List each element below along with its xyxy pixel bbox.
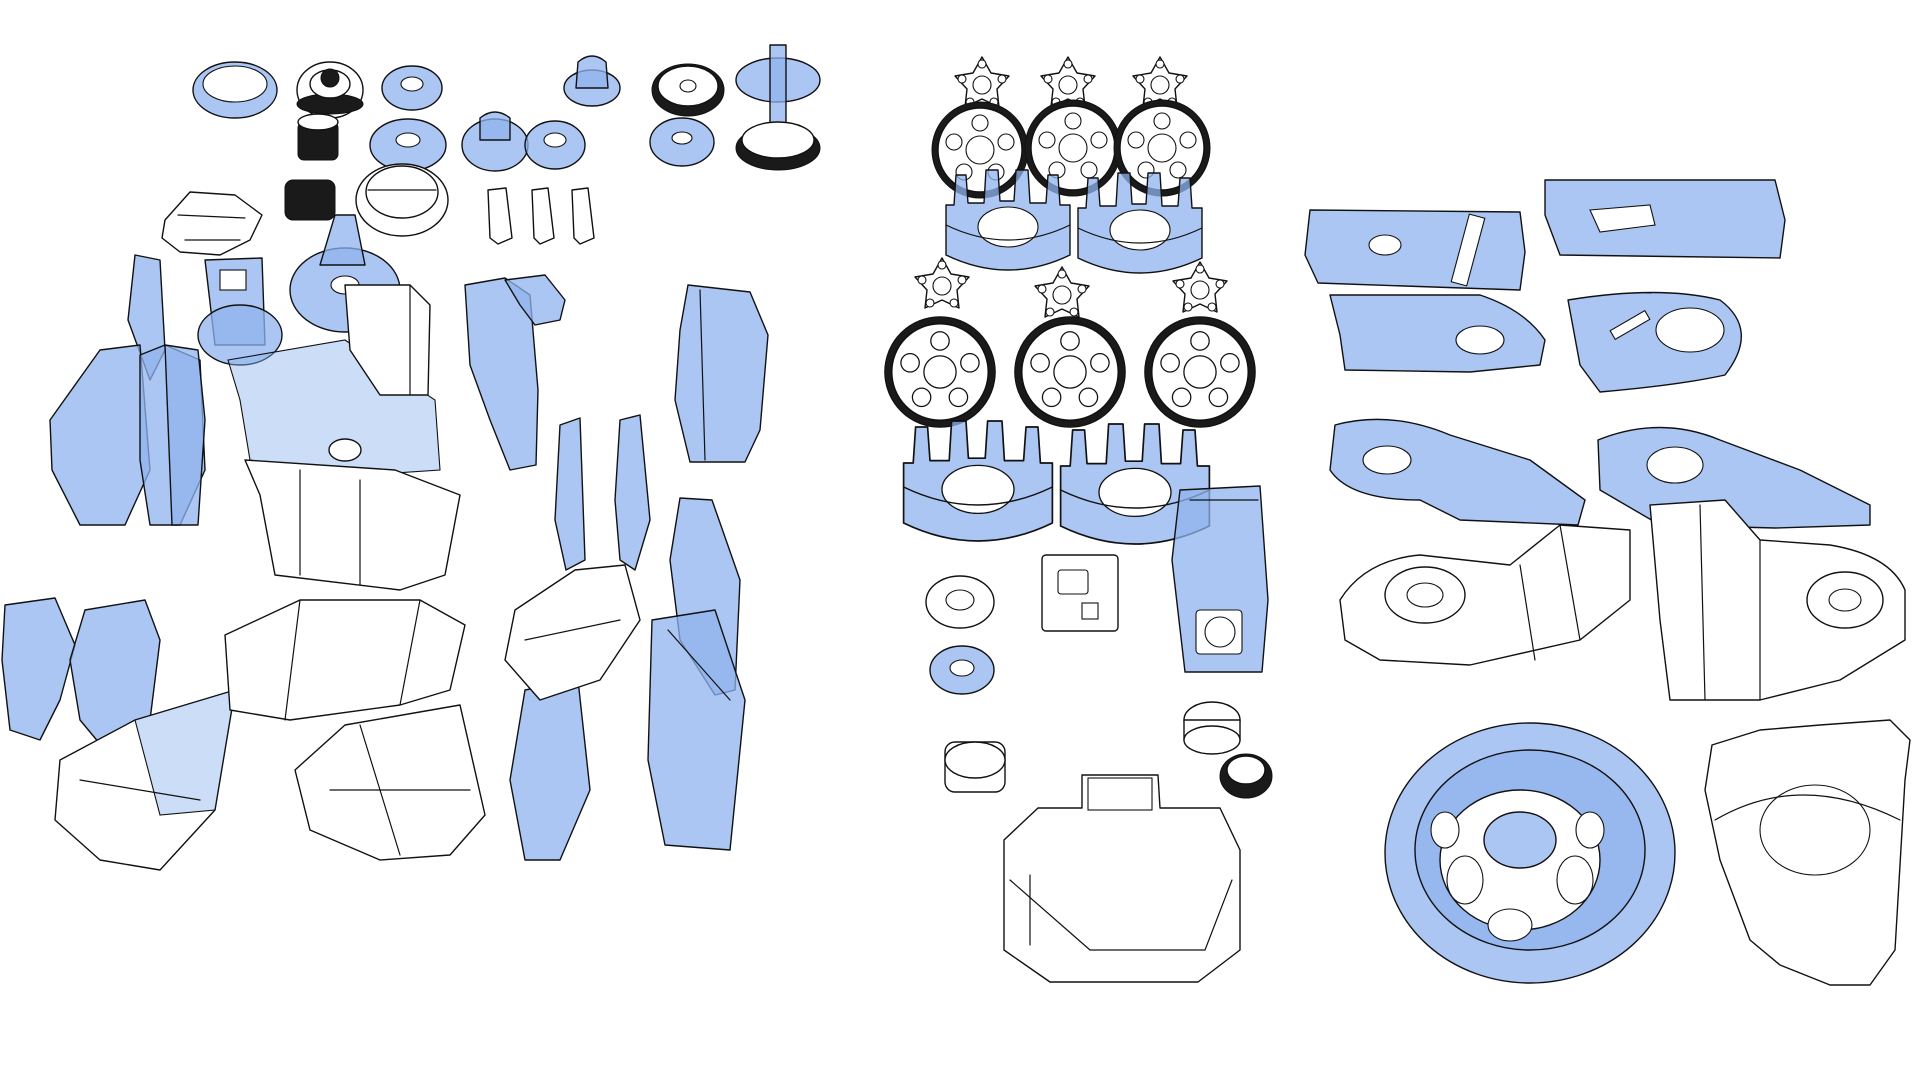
arm-plate-part: [1597, 426, 1871, 529]
pulley-part: [296, 61, 364, 119]
star-bracket-part: [954, 56, 1188, 108]
flat-plate-part: [1544, 179, 1786, 259]
lower-shell-part: [509, 679, 591, 861]
slotted-plate-part: [1329, 294, 1546, 373]
forearm-cover-part: [554, 414, 651, 571]
wrist-housing-part: [224, 599, 466, 721]
crown-mount-part: [902, 420, 1211, 545]
small-gear-cluster-part: [284, 179, 336, 221]
tall-shell-part: [674, 284, 769, 463]
knob-part: [461, 111, 529, 172]
gear-ring-part: [931, 99, 1211, 199]
cuff-part: [1, 597, 161, 751]
drive-wheel-part: [1384, 722, 1676, 984]
motor-bracket-part: [1171, 485, 1269, 673]
arm-plate-part: [1329, 418, 1586, 526]
elbow-shell-part: [294, 704, 486, 861]
chassis-group: [1304, 179, 1911, 986]
base-mount-part: [344, 284, 431, 396]
washer-part: [925, 575, 995, 629]
flat-plate-part: [1304, 209, 1526, 291]
finger-shell-part: [49, 254, 206, 526]
bearing-part: [944, 741, 1006, 793]
knob-part: [563, 55, 621, 107]
arm-shell-group: [1, 44, 821, 871]
clip-part: [487, 187, 595, 245]
gear-ring-part: [883, 315, 1257, 429]
elbow-shell-part: [54, 689, 236, 871]
disc-part: [369, 118, 447, 172]
shaft-assembly-part: [735, 44, 821, 171]
square-plate-part: [1041, 554, 1119, 632]
wheel-mount-part: [1704, 719, 1911, 986]
forearm-shell-part: [647, 497, 746, 851]
washer-part: [929, 645, 995, 695]
gearbox-housing-part: [1649, 499, 1906, 701]
bracket-chain-part: [161, 191, 263, 256]
spacer-part: [1183, 701, 1241, 755]
base-frame-part: [1003, 774, 1241, 983]
hand-cover-part: [464, 274, 566, 471]
disc-part: [524, 120, 586, 170]
wheel-hub-part: [651, 63, 725, 117]
spur-gear-part: [297, 113, 339, 161]
ring-gear-part: [355, 163, 449, 237]
cup-shell-part: [504, 564, 641, 701]
disc-part: [381, 65, 443, 111]
wheel-hub-part: [649, 117, 715, 167]
gear-bearing-part: [1219, 753, 1273, 799]
servo-mount-part: [197, 257, 283, 366]
gear-group: [883, 56, 1273, 983]
bearing-ring-part: [192, 61, 278, 119]
round-plate-part: [1567, 291, 1742, 393]
gearbox-housing-part: [1339, 524, 1631, 666]
